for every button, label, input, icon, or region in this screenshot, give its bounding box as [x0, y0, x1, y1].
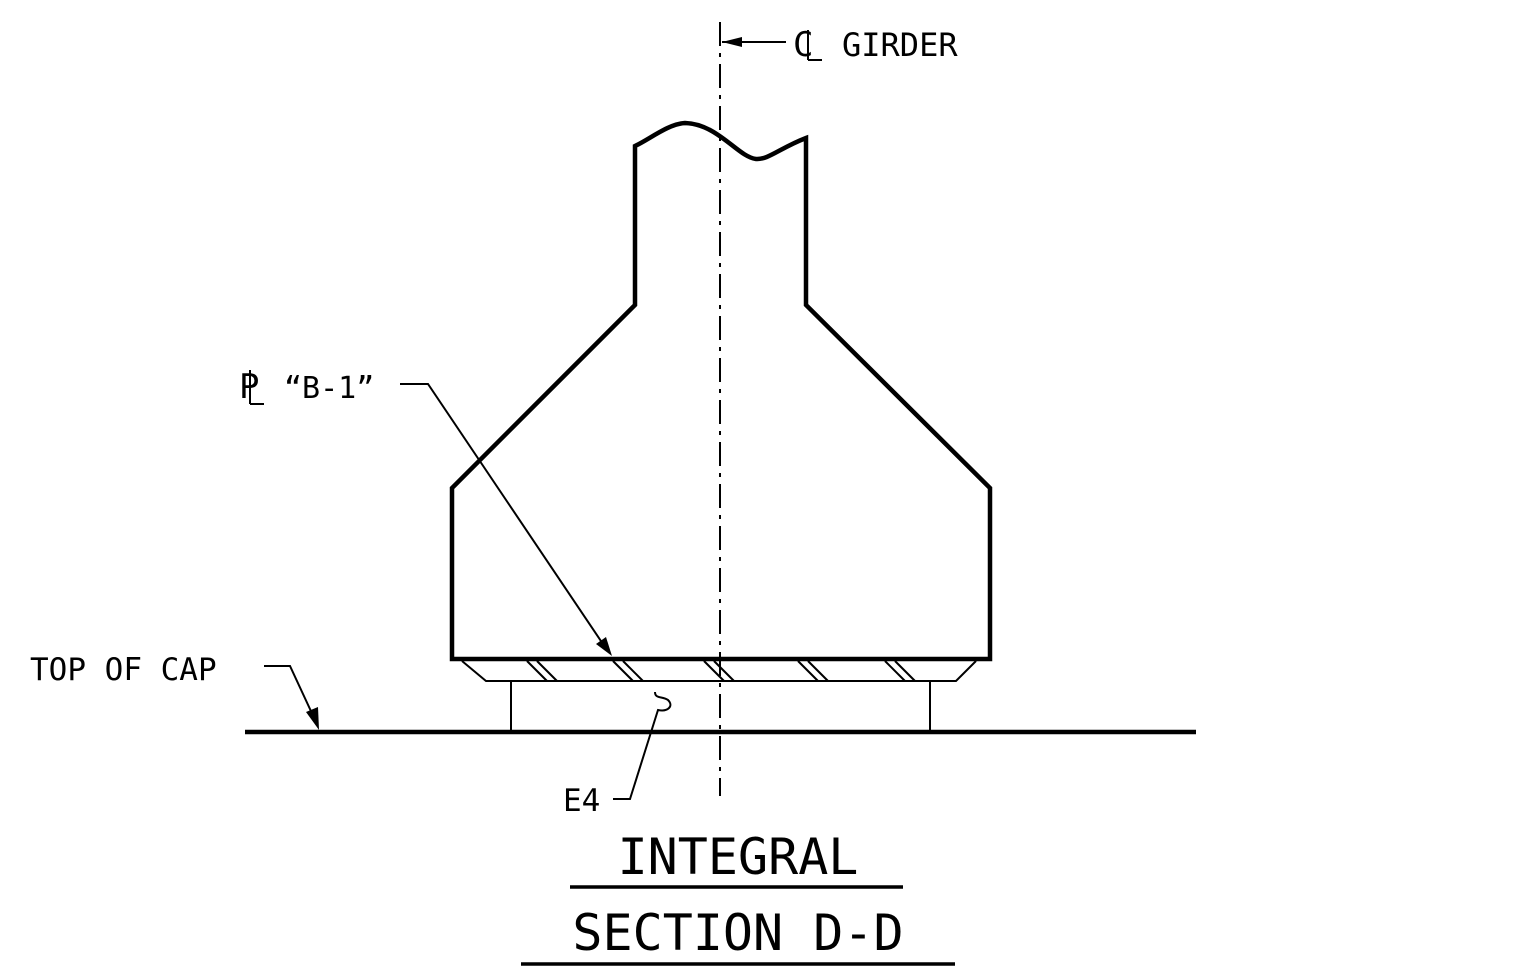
plate-leader — [400, 383, 608, 651]
plate-symbol-icon: P — [239, 367, 264, 407]
bearing-plate — [461, 660, 977, 682]
girder-outline — [449, 120, 993, 662]
bearing-leader — [613, 691, 672, 800]
plate-label: “B-1” — [284, 371, 374, 406]
title-line-1: INTEGRAL — [618, 828, 859, 886]
centerline-symbol-icon: C — [793, 25, 822, 65]
bearing-pad — [510, 682, 931, 731]
centerline-arrowhead — [722, 37, 742, 47]
top-of-cap-label: TOP OF CAP — [30, 652, 217, 688]
top-of-cap-leader — [264, 665, 317, 723]
plate-leader-arrowhead — [596, 637, 612, 656]
title-line-2: SECTION D-D — [572, 904, 903, 962]
centerline-label: GIRDER — [842, 26, 958, 64]
top-of-cap-arrowhead — [306, 707, 319, 730]
bearing-label: E4 — [563, 783, 600, 819]
